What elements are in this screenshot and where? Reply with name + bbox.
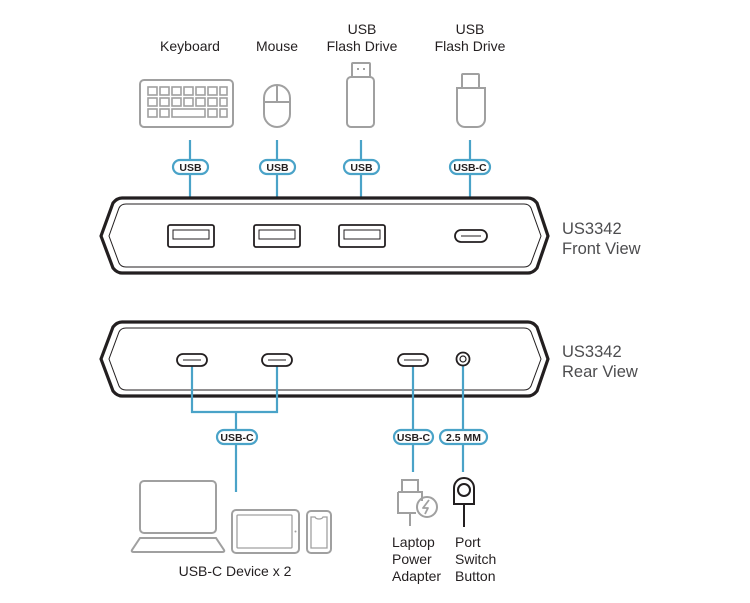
mouse-icon [263, 84, 291, 128]
flash-drive-2-label-line1: USB [456, 21, 485, 37]
rear-usb-c-port-2 [261, 353, 293, 367]
power-adapter-icon [397, 479, 438, 526]
usb-c-devices-label: USB-C Device x 2 [179, 563, 292, 579]
svg-text:USB: USB [179, 162, 202, 174]
front-view-title: Front View [562, 240, 641, 258]
flash-drive-1-label-line2: Flash Drive [327, 38, 398, 54]
port-tag-usb-flash-drive: USB [342, 158, 381, 176]
usb-c-flash-drive-icon [456, 73, 486, 128]
laptop-icon [130, 480, 226, 553]
front-view-model: US3342 [562, 220, 622, 238]
port-switch-label-line2: Switch [455, 551, 496, 567]
flash-drive-1-label-line1: USB [348, 21, 377, 37]
front-usb-c-port [454, 229, 488, 243]
keyboard-icon [139, 79, 234, 128]
rear-usb-c-port-1 [176, 353, 208, 367]
mouse-label: Mouse [256, 38, 298, 54]
power-adapter-label-line3: Adapter [392, 568, 441, 584]
front-view-device [99, 196, 550, 275]
rear-2-5mm-jack [455, 351, 471, 367]
phone-icon [306, 510, 332, 554]
port-tag-2-5mm: 2.5 MM [438, 428, 489, 446]
svg-text:2.5 MM: 2.5 MM [446, 432, 481, 444]
rear-usb-c-power-port [397, 353, 429, 367]
port-tag-usb-keyboard: USB [171, 158, 210, 176]
rear-view-device [99, 320, 550, 398]
svg-text:USB-C: USB-C [453, 162, 487, 174]
lightning-bolt-icon [422, 499, 430, 515]
port-tag-usb-c-power: USB-C [392, 428, 435, 446]
front-usb-a-port-2 [253, 224, 301, 248]
front-usb-a-port-3 [338, 224, 386, 248]
flash-drive-2-label-line2: Flash Drive [435, 38, 506, 54]
svg-text:USB: USB [350, 162, 373, 174]
usb-flash-drive-icon [346, 62, 375, 128]
keyboard-label: Keyboard [160, 38, 220, 54]
power-adapter-label-line2: Power [392, 551, 432, 567]
port-tag-usb-c-flash-drive: USB-C [448, 158, 492, 176]
svg-text:USB-C: USB-C [397, 432, 431, 444]
svg-text:USB: USB [266, 162, 289, 174]
port-tag-usb-c-devices: USB-C [215, 428, 259, 446]
rear-view-title: Rear View [562, 363, 638, 381]
tablet-icon [231, 509, 300, 554]
port-switch-label-line1: Port [455, 534, 481, 550]
svg-text:USB-C: USB-C [220, 432, 254, 444]
front-usb-a-port-1 [167, 224, 215, 248]
port-tag-usb-mouse: USB [258, 158, 297, 176]
port-switch-button-icon [453, 477, 475, 527]
rear-connector-wires [190, 366, 465, 492]
port-switch-label-line3: Button [455, 568, 495, 584]
power-adapter-label-line1: Laptop [392, 534, 435, 550]
rear-view-model: US3342 [562, 343, 622, 361]
